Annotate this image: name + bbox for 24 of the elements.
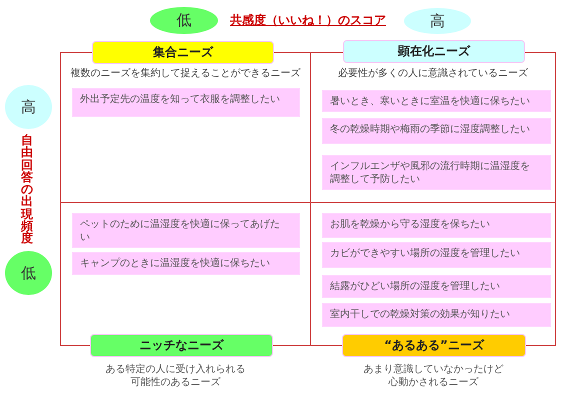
need-card: ペットのために温湿度を快適に保ってあげたい bbox=[72, 213, 300, 248]
level-badge: 低 bbox=[150, 7, 218, 34]
level-badge: 高 bbox=[5, 85, 52, 129]
category-description: ある特定の人に受け入れられる可能性のあるニーズ bbox=[104, 363, 246, 389]
category-description: あまり意識していなかったけど心動かされるニーズ bbox=[362, 363, 504, 389]
level-badge: 高 bbox=[404, 8, 471, 34]
need-card: キャンプのときに温湿度を快適に保ちたい bbox=[72, 252, 300, 275]
need-card: お肌を乾燥から守る湿度を保ちたい bbox=[322, 213, 551, 238]
level-badge: 低 bbox=[5, 251, 52, 295]
axis-title: 共感度（いいね！）のスコア bbox=[230, 12, 386, 29]
need-card: 結露がひどい場所の湿度を管理したい bbox=[322, 275, 551, 298]
quadrant-description: 必要性が多くの人に意識されているニーズ bbox=[338, 67, 528, 80]
axis-title: 自由回答の出現頻度 bbox=[20, 134, 34, 245]
category-badge: 集合ニーズ bbox=[92, 41, 274, 64]
category-badge: ニッチなニーズ bbox=[90, 334, 273, 357]
need-card: インフルエンザや風邪の流行時期に温湿度を調整して予防したい bbox=[322, 155, 551, 190]
need-card: 外出予定先の温度を知って衣服を調整したい bbox=[72, 88, 300, 117]
need-card: カビができやすい場所の湿度を管理したい bbox=[322, 242, 551, 268]
need-card: 室内干しでの乾燥対策の効果が知りたい bbox=[322, 303, 551, 327]
need-card: 暑いとき、寒いときに室温を快適に保ちたい bbox=[322, 90, 551, 112]
category-badge: 顕在化ニーズ bbox=[343, 40, 525, 63]
quadrant-description: 複数のニーズを集約して捉えることができるニーズ bbox=[70, 67, 300, 80]
category-badge: “あるある”ニーズ bbox=[342, 334, 526, 357]
need-card: 冬の乾燥時期や梅雨の季節に湿度調整したい bbox=[322, 118, 551, 144]
